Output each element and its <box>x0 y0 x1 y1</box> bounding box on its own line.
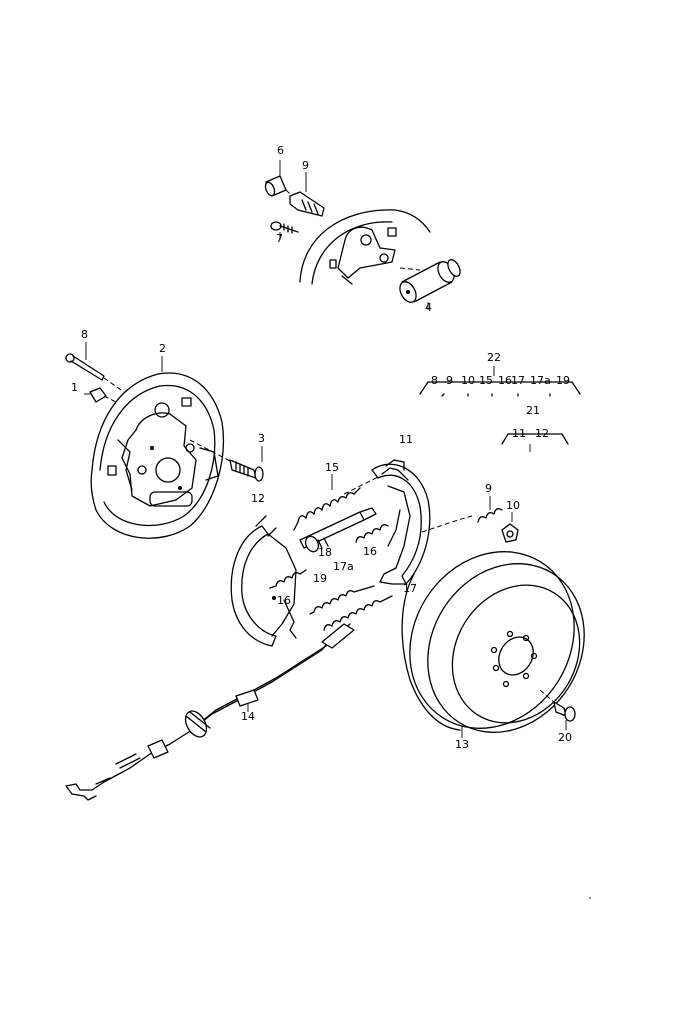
callout-12: 12 <box>251 492 265 505</box>
callout-16-top: 16 <box>363 545 377 558</box>
callout-4: 4 <box>425 301 432 314</box>
nut <box>89 387 107 403</box>
callout-13: 13 <box>455 738 469 751</box>
bleed-screw-cap <box>264 175 287 197</box>
callout-6: 6 <box>277 144 284 157</box>
callout-18: 18 <box>318 546 332 559</box>
small-spring-16-top <box>355 524 389 543</box>
wheel-cylinder-group <box>264 160 461 310</box>
callout-20: 20 <box>558 731 572 744</box>
wheel-cylinder <box>399 259 461 303</box>
callout-17a: 17a <box>333 560 354 573</box>
callout-9-right: 9 <box>485 482 492 495</box>
kit22-item: 10 <box>461 374 475 387</box>
drum-screw <box>553 701 576 722</box>
backing-plate-group <box>65 342 264 539</box>
callout-1: 1 <box>71 381 78 394</box>
callout-14: 14 <box>241 710 255 723</box>
upper-return-spring <box>293 487 361 531</box>
kit22-item: 16 <box>498 374 512 387</box>
stray-dot <box>589 897 591 899</box>
bleed-valve <box>289 191 325 217</box>
callout-3: 3 <box>258 432 265 445</box>
lower-spring-19 <box>269 569 307 589</box>
callout-7: 7 <box>276 232 283 245</box>
long-bolt <box>65 353 105 381</box>
brake-drum <box>401 551 585 733</box>
callout-21: 21 <box>526 404 540 417</box>
kit22-item: 9 <box>446 374 453 387</box>
spring-17a <box>309 585 375 615</box>
repair-kit-21 <box>501 433 569 452</box>
kit21-item: 11 <box>512 427 526 440</box>
callout-8: 8 <box>81 328 88 341</box>
handbrake-cable <box>65 623 355 801</box>
brake-shoe-left <box>230 515 297 647</box>
pin-18 <box>283 599 297 639</box>
adjuster-spring <box>477 508 503 523</box>
kit21-item: 12 <box>535 427 549 440</box>
brake-shoe-right <box>371 459 431 585</box>
callout-9-top: 9 <box>302 159 309 172</box>
adjuster-nut <box>501 523 519 543</box>
kit22-item: 19 <box>556 374 570 387</box>
kit22-item: 17a <box>530 374 551 387</box>
kit22-item: 15 <box>479 374 493 387</box>
callout-19: 19 <box>313 572 327 585</box>
callout-22: 22 <box>487 351 501 364</box>
callout-17: 17 <box>403 582 417 595</box>
spring-16-low <box>323 595 393 631</box>
callout-10: 10 <box>506 499 520 512</box>
cylinder-screw <box>270 221 299 234</box>
flange-bolt <box>229 459 264 482</box>
adjuster-strut <box>299 507 377 553</box>
repair-kit-22 <box>419 366 581 397</box>
kit22-item: 8 <box>431 374 438 387</box>
callout-15: 15 <box>325 461 339 474</box>
callout-11: 11 <box>399 433 413 446</box>
kit22-item: 17 <box>511 374 525 387</box>
callout-2: 2 <box>159 342 166 355</box>
callout-16-low: 16 <box>277 594 291 607</box>
